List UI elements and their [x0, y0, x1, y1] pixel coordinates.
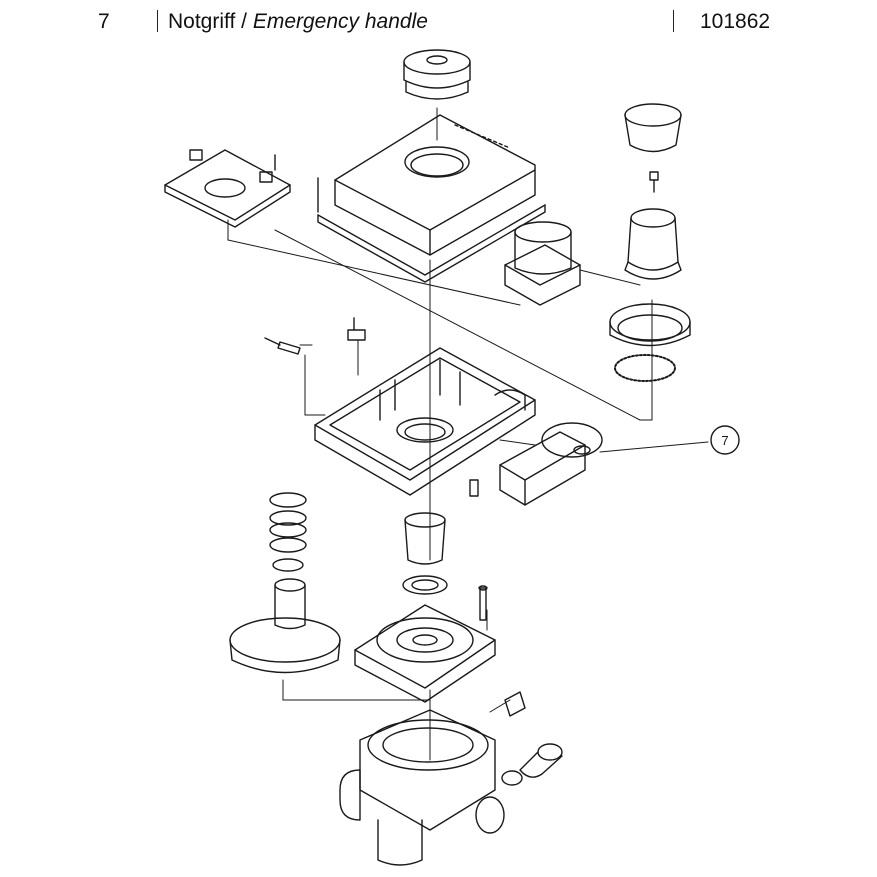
- callout-7: 7: [710, 425, 740, 455]
- valve-cover: [354, 604, 496, 703]
- pipe-nipple: [501, 743, 563, 786]
- housing-cover: [317, 114, 546, 283]
- callout-label: 7: [721, 433, 728, 448]
- screw-small: [649, 171, 659, 193]
- motor: [504, 221, 581, 306]
- base-housing: [314, 347, 536, 496]
- indicator-cap: [624, 103, 682, 153]
- title-german: Notgriff: [168, 10, 236, 33]
- top-cap: [403, 49, 471, 100]
- fitting-elbow: [504, 691, 526, 717]
- header-divider-right: [673, 10, 674, 32]
- assembly-lines: [227, 107, 709, 761]
- title-english: Emergency handle: [252, 10, 428, 33]
- diaphragm: [229, 578, 341, 674]
- coupling-sleeve: [404, 512, 446, 565]
- fasteners: [264, 317, 488, 621]
- valve-body: [339, 709, 505, 866]
- gear-ring: [609, 303, 691, 347]
- header-divider: [157, 10, 158, 32]
- page-header: 7 Notgriff / Emergency handle 101862: [0, 0, 877, 40]
- title-separator: /: [235, 10, 253, 33]
- ball-ring: [614, 354, 676, 382]
- seal-stack: [269, 492, 307, 572]
- emergency-handle: [499, 422, 603, 506]
- circuit-board: [164, 149, 291, 228]
- part-number: 101862: [700, 10, 771, 33]
- page-number: 7: [98, 10, 110, 33]
- section-title: Notgriff / Emergency handle: [168, 11, 428, 32]
- o-ring: [402, 575, 448, 595]
- coupling: [624, 208, 682, 280]
